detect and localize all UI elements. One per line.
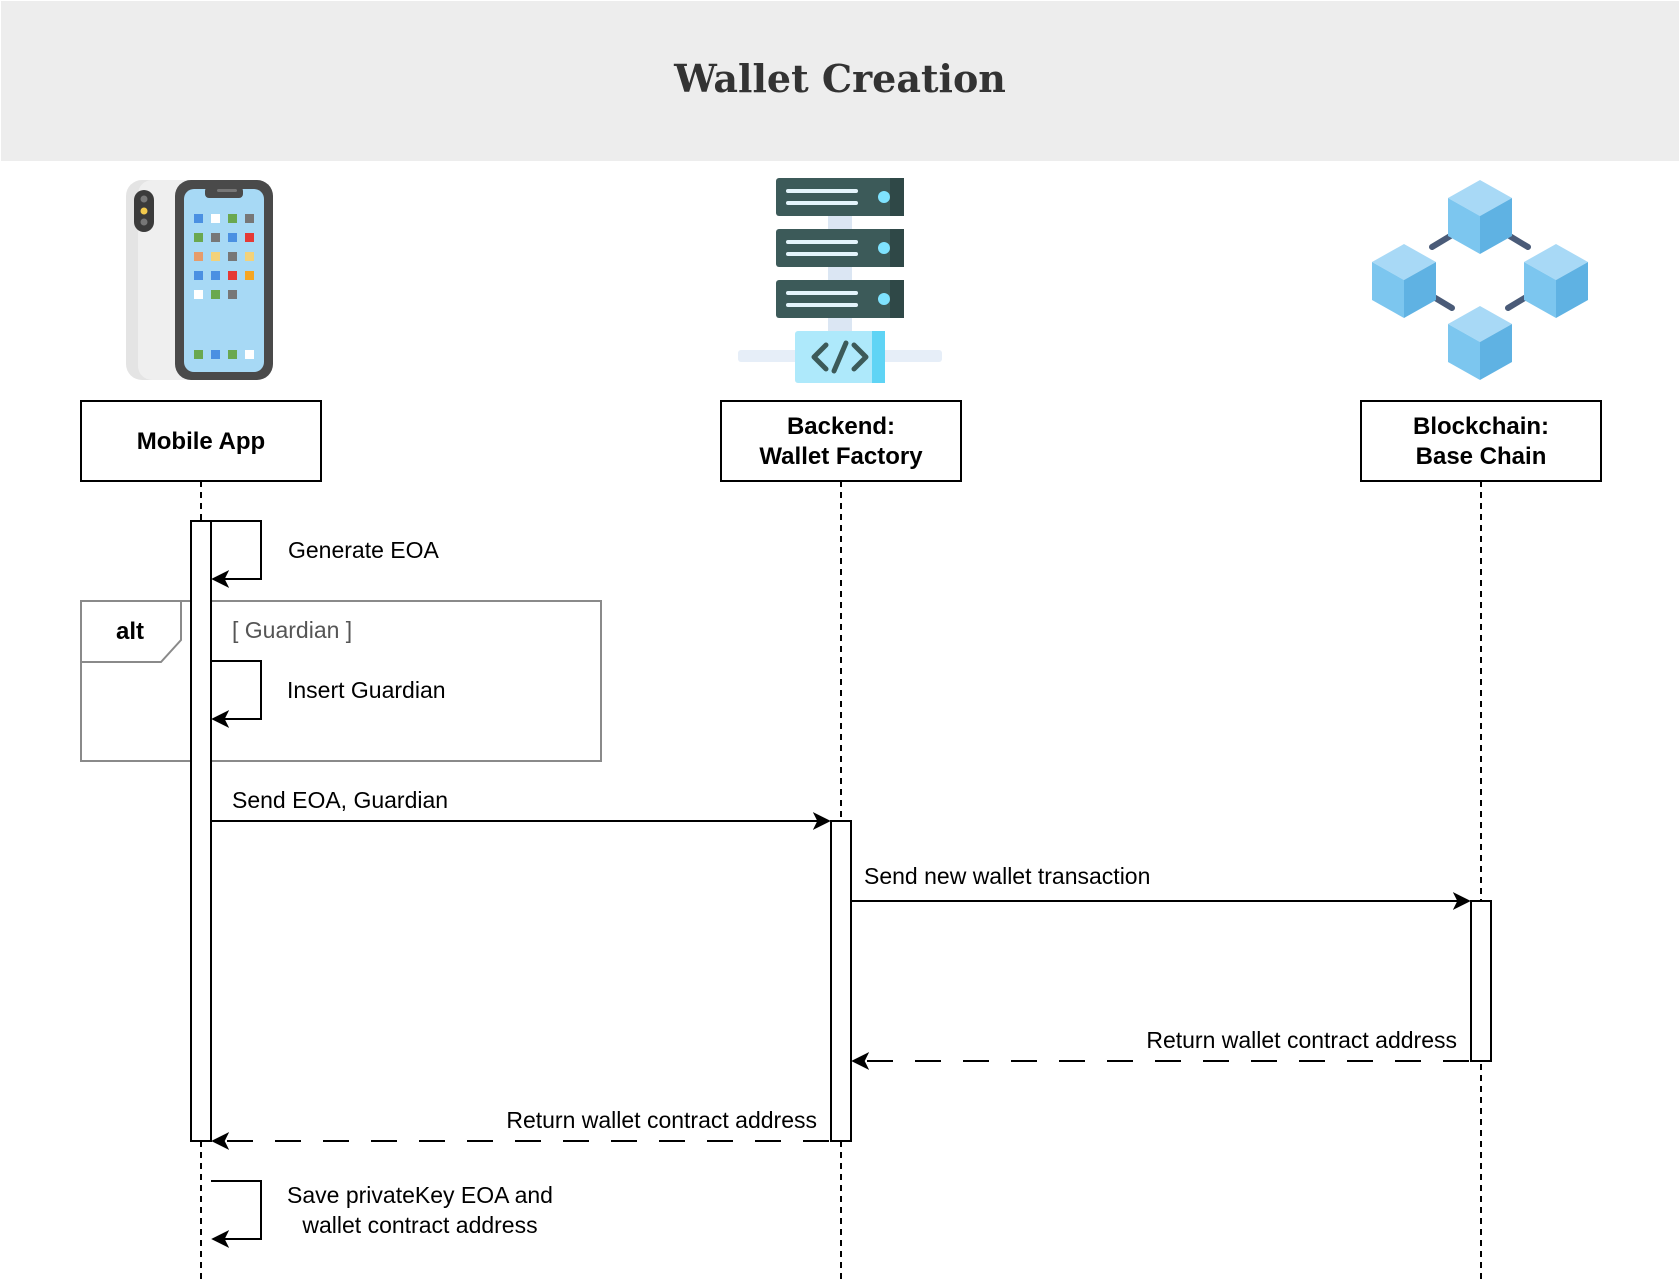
smartphone-icon (126, 180, 273, 380)
participant-blockchain: Blockchain: Base Chain (1360, 400, 1602, 482)
participant-label-line2: Wallet Factory (759, 443, 923, 470)
blockchain-icon (1372, 180, 1588, 380)
alt-label: alt (116, 618, 144, 645)
message-label: Insert Guardian (287, 677, 446, 703)
message-generate-eoa: Generate EOA (211, 520, 440, 588)
message-send-new-wallet-transaction: Send new wallet transaction (851, 863, 1471, 910)
header-band (1, 1, 1679, 161)
participant-label-line1: Blockchain: (1413, 413, 1549, 440)
diagram-title: Wallet Creation (673, 56, 1006, 101)
server-code-icon (738, 178, 942, 383)
alt-guard: [ Guardian ] (232, 617, 352, 643)
message-label-line2: wallet contract address (301, 1212, 537, 1238)
alt-frame: alt [ Guardian ] (80, 600, 602, 762)
message-label: Send new wallet transaction (864, 863, 1150, 889)
activation-mobile-app (190, 520, 212, 1142)
message-return-from-backend: Return wallet contract address (211, 1107, 829, 1150)
message-label: Generate EOA (288, 537, 440, 563)
message-label: Return wallet contract address (1146, 1027, 1457, 1053)
participant-label: Mobile App (137, 428, 265, 455)
participant-label-line2: Base Chain (1416, 443, 1547, 470)
message-label-line1: Save privateKey EOA and (287, 1182, 553, 1208)
activation-blockchain (1470, 900, 1492, 1062)
message-return-from-blockchain: Return wallet contract address (851, 1027, 1469, 1070)
participant-backend: Backend: Wallet Factory (720, 400, 962, 482)
message-label: Send EOA, Guardian (232, 787, 448, 813)
message-send-eoa-guardian: Send EOA, Guardian (211, 787, 831, 830)
message-save-private-key: Save privateKey EOA and wallet contract … (211, 1180, 553, 1248)
activation-backend (830, 820, 852, 1142)
participant-label-line1: Backend: (787, 413, 895, 440)
participant-mobile-app: Mobile App (80, 400, 322, 482)
message-insert-guardian: Insert Guardian (211, 660, 446, 728)
message-label: Return wallet contract address (506, 1107, 817, 1133)
